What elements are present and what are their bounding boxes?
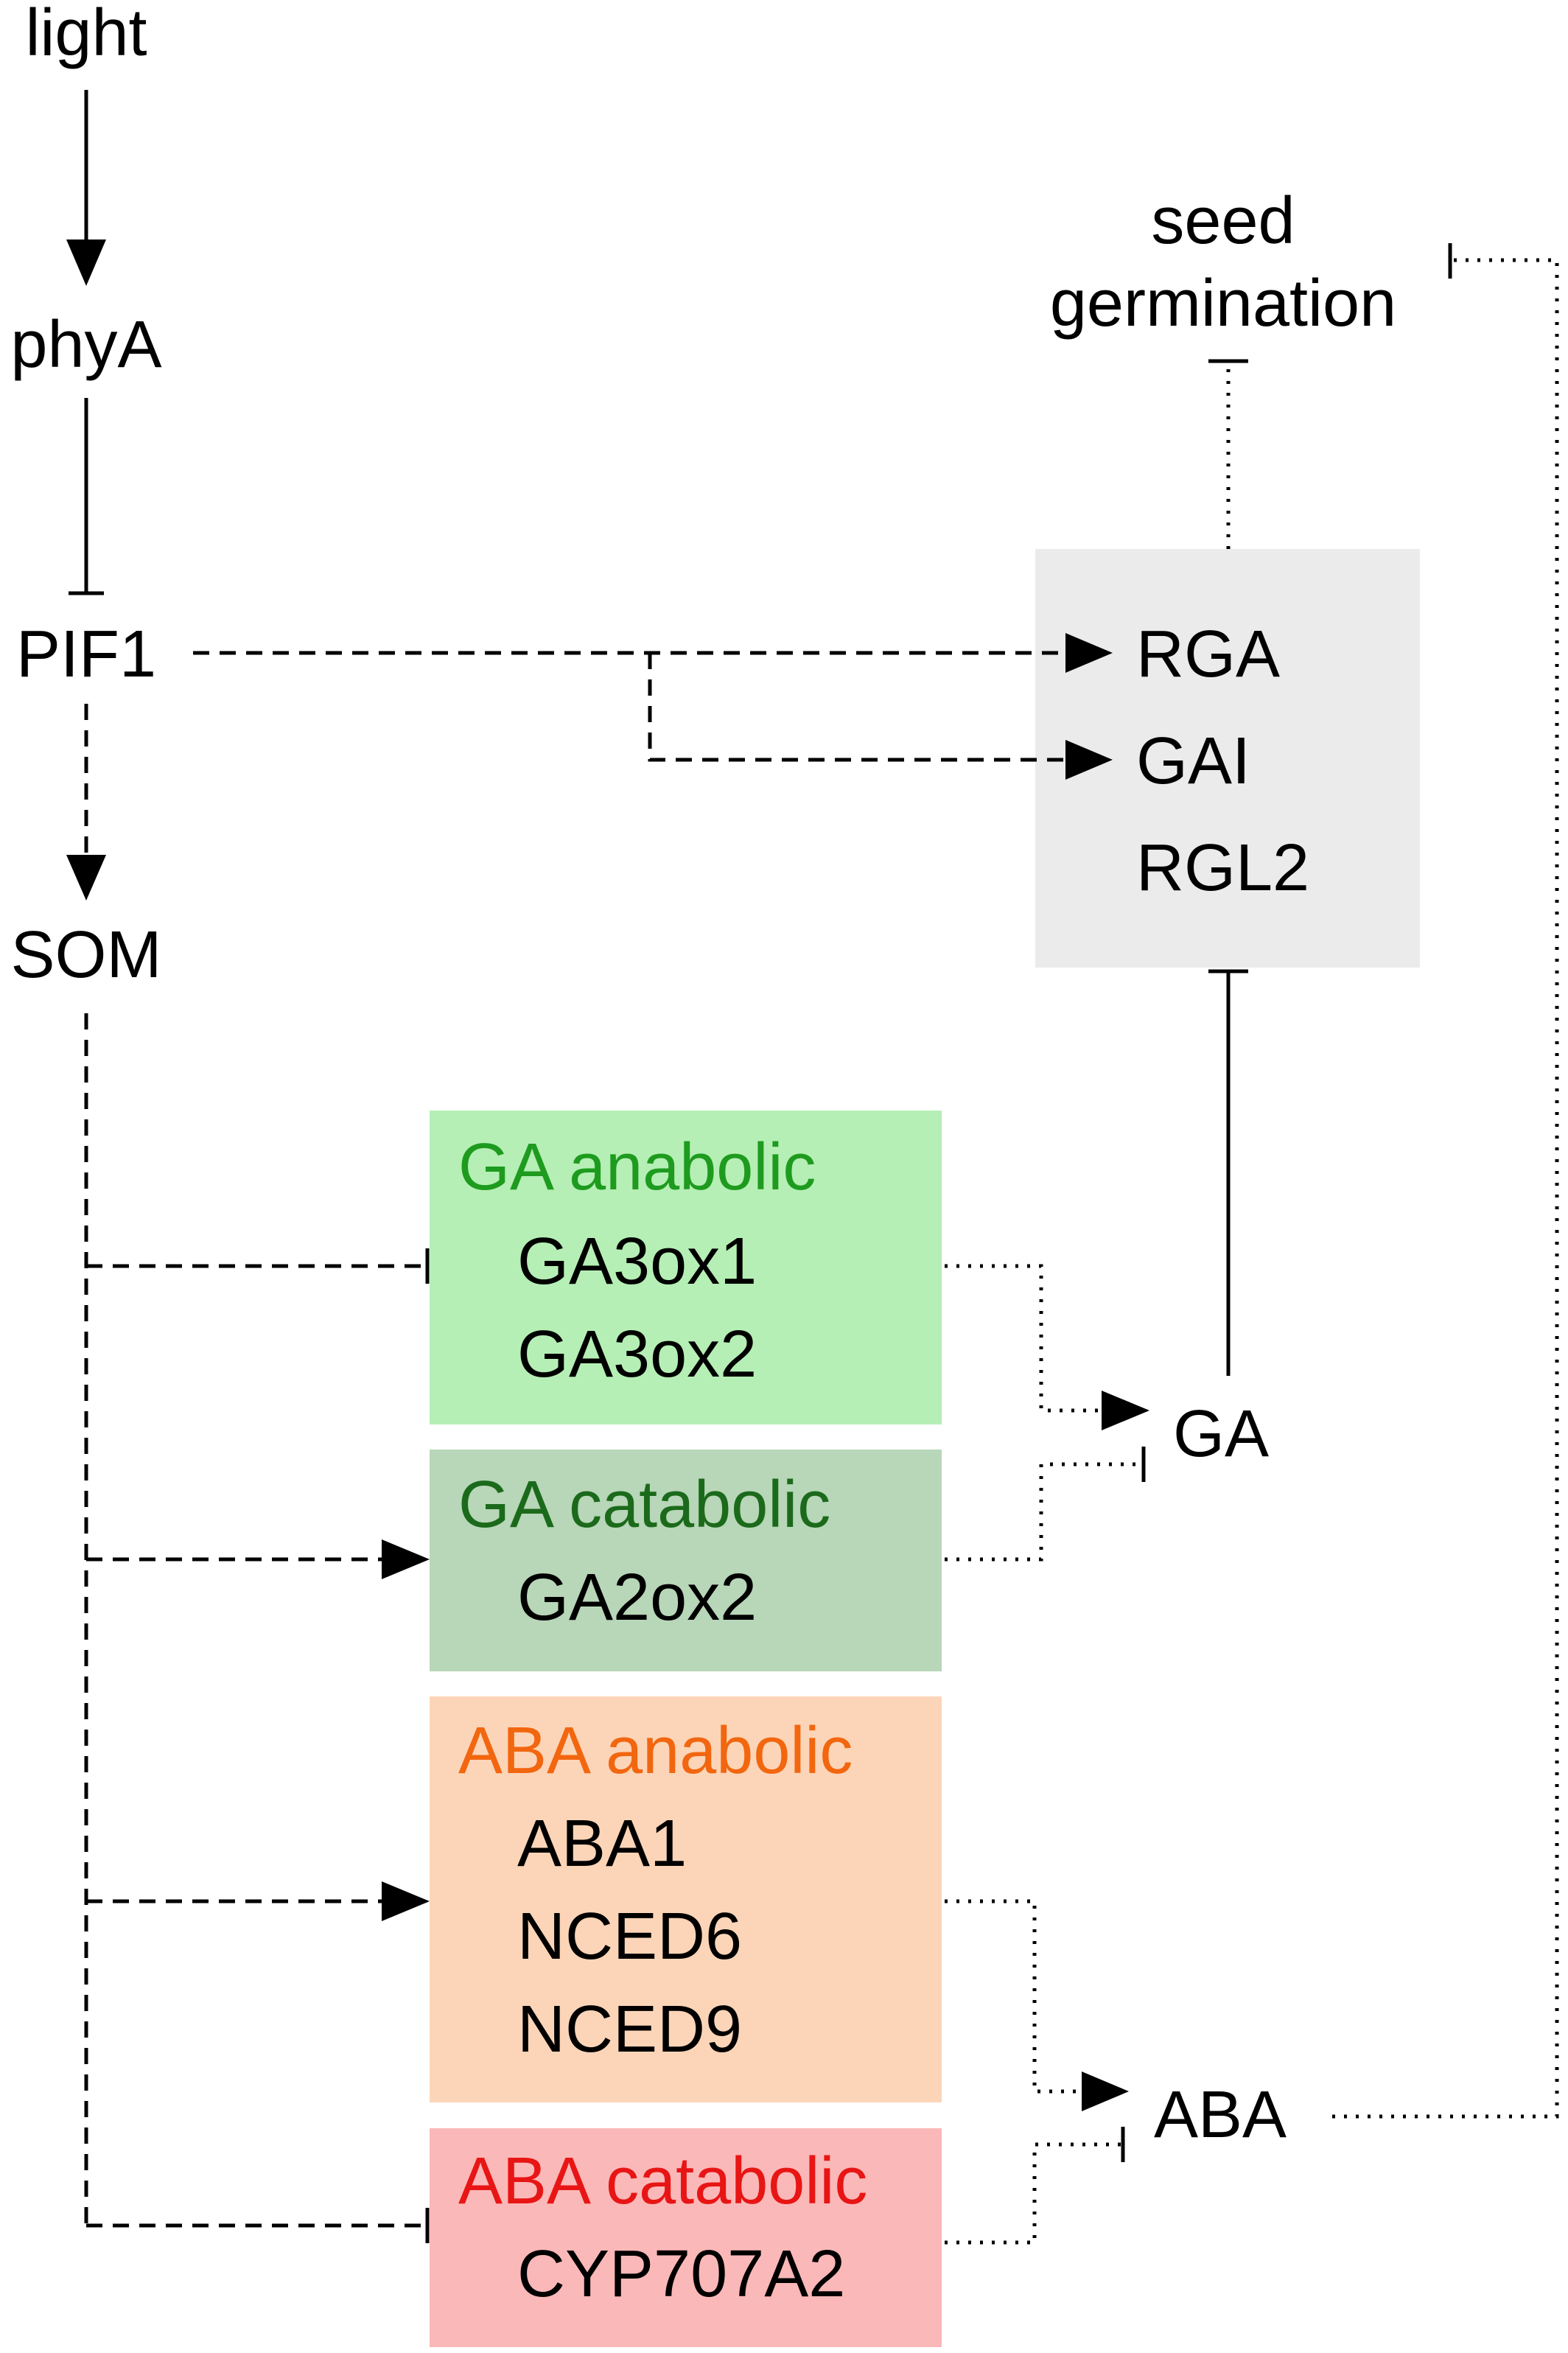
arrowhead-gai bbox=[1065, 740, 1113, 780]
node-pif1: PIF1 bbox=[16, 618, 156, 691]
edge-aba-seed bbox=[1332, 258, 1559, 2119]
gene-ga3ox1: GA3ox1 bbox=[517, 1225, 757, 1298]
aba-catabolic-box bbox=[430, 2128, 942, 2347]
gene-cyp707a2: CYP707A2 bbox=[517, 2237, 845, 2311]
node-germination: germination bbox=[1050, 267, 1396, 340]
arrowhead-ga bbox=[1102, 1391, 1149, 1430]
gene-nced9: NCED9 bbox=[517, 1993, 742, 2066]
arrowhead-aba bbox=[1082, 2071, 1129, 2111]
gene-ga3ox2: GA3ox2 bbox=[517, 1318, 757, 1391]
gene-aba1: ABA1 bbox=[517, 1807, 687, 1881]
node-ga: GA bbox=[1173, 1397, 1269, 1471]
edge-pif1-gai bbox=[648, 653, 1068, 762]
della-item-rgl2: RGL2 bbox=[1136, 831, 1309, 905]
ga-anabolic-box bbox=[430, 1111, 942, 1424]
gene-nced6: NCED6 bbox=[517, 1900, 742, 1973]
aba-anabolic-title: ABA anabolic bbox=[458, 1714, 853, 1788]
ga-anabolic-title: GA anabolic bbox=[458, 1130, 816, 1204]
aba-anabolic-box bbox=[430, 1696, 942, 2102]
ga-catabolic-title: GA catabolic bbox=[458, 1468, 830, 1542]
edge-ga-anabolic-ga bbox=[945, 1264, 1102, 1413]
arrowhead-phya bbox=[66, 240, 106, 286]
node-aba: ABA bbox=[1154, 2078, 1287, 2152]
edge-aba-anabolic-aba bbox=[945, 1899, 1083, 2094]
node-phya: phyA bbox=[10, 308, 161, 382]
ga-catabolic-box bbox=[430, 1450, 942, 1671]
arrowhead-rga bbox=[1065, 633, 1113, 673]
della-item-gai: GAI bbox=[1136, 724, 1250, 798]
edge-aba-catabolic-aba bbox=[945, 2142, 1121, 2245]
node-light: light bbox=[25, 0, 147, 70]
node-som: SOM bbox=[10, 918, 161, 992]
aba-catabolic-title: ABA catabolic bbox=[458, 2144, 867, 2218]
della-item-rga: RGA bbox=[1136, 618, 1280, 691]
arrowhead-som bbox=[66, 855, 106, 901]
node-seed: seed bbox=[1151, 184, 1295, 258]
gene-ga2ox2: GA2ox2 bbox=[517, 1561, 757, 1634]
arrowhead-ga-catabolic bbox=[382, 1539, 430, 1579]
arrowhead-aba-anabolic bbox=[382, 1881, 430, 1921]
edge-ga-catabolic-ga bbox=[945, 1462, 1142, 1562]
